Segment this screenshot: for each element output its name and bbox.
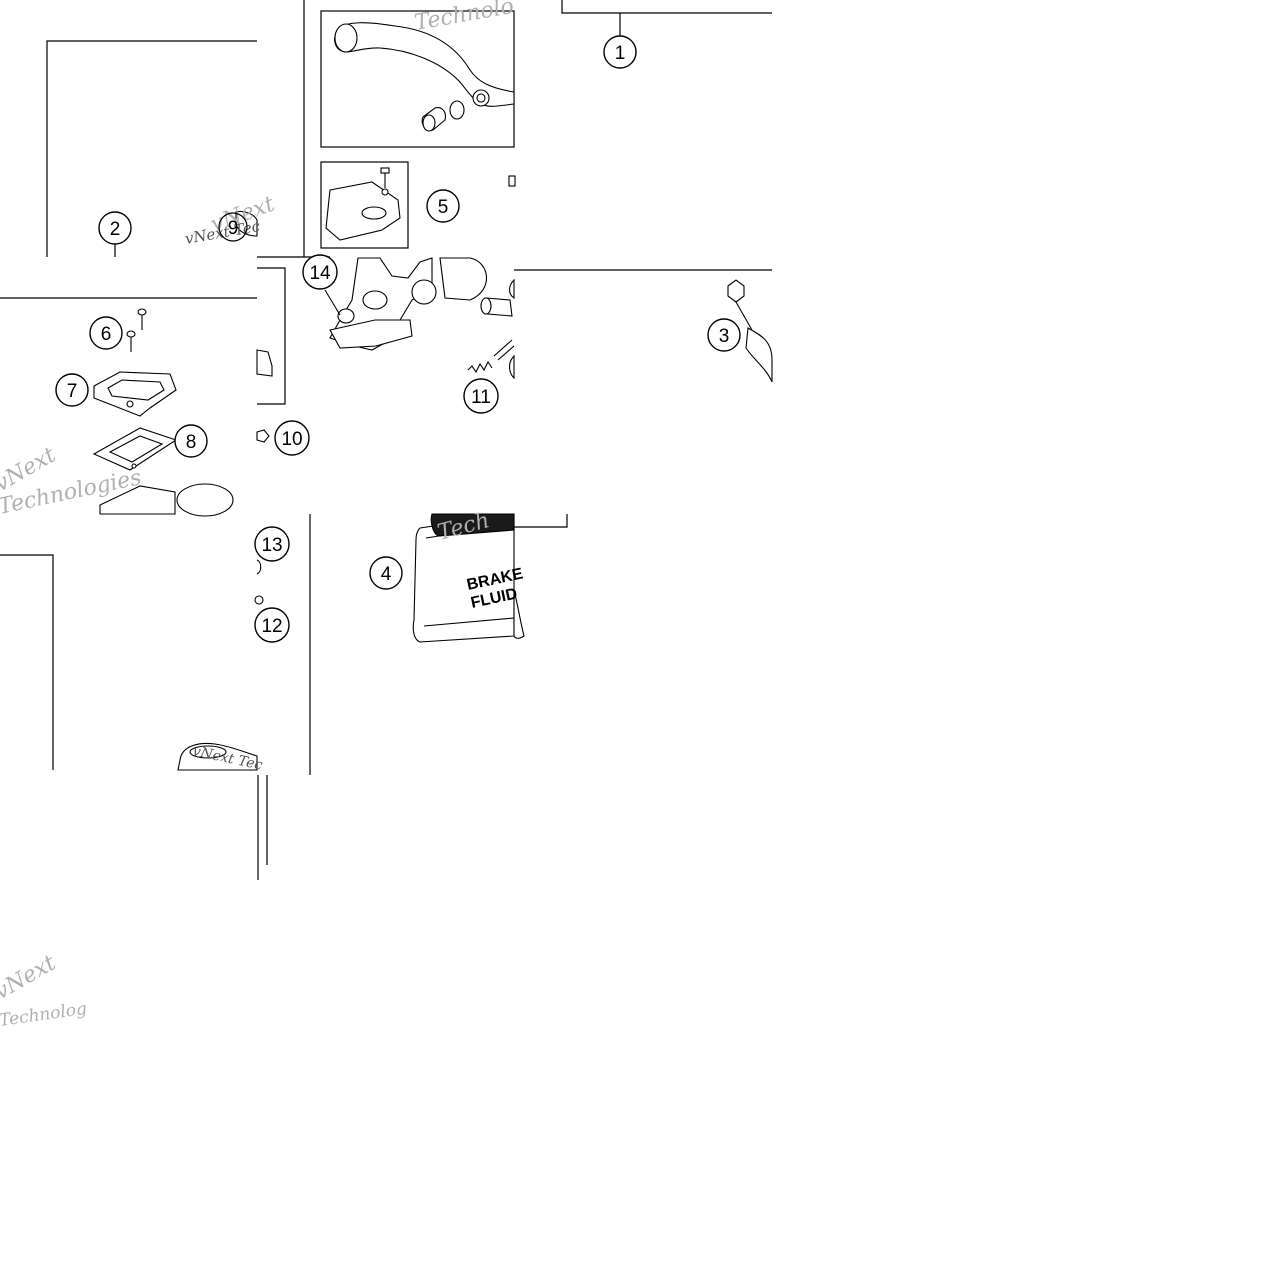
- spring-pin-part: [467, 339, 515, 374]
- callout-2-text: 2: [110, 219, 121, 240]
- watermark-tile-7: Technolog: [0, 999, 88, 1031]
- diaphragm-part: [92, 427, 178, 471]
- parts: [92, 22, 773, 771]
- brake-hose-part: [727, 279, 773, 383]
- watermark-tile-6: vNext: [0, 950, 60, 1005]
- callout-3-text: 3: [719, 326, 730, 347]
- callout-9-text: 9: [228, 218, 239, 239]
- master-cylinder-assembly-part: [324, 257, 515, 380]
- callout-1: 1: [603, 35, 637, 69]
- callout-13: 13: [254, 526, 290, 562]
- callout-10: 10: [274, 420, 310, 456]
- callout-8: 8: [174, 424, 208, 458]
- screw-parts: [126, 308, 147, 352]
- master-cylinder-body-part: [99, 483, 234, 517]
- callout-1-text: 1: [615, 43, 626, 64]
- dust-boot-part: [177, 742, 258, 771]
- callouts: 1 2 3 4 5 6 7 8: [55, 35, 741, 643]
- callout-6-text: 6: [101, 324, 112, 345]
- small-fitting-part: [508, 175, 516, 187]
- frame-lines: [0, 0, 772, 880]
- nut-part: [256, 429, 270, 443]
- callout-7: 7: [55, 373, 89, 407]
- master-cylinder-cover-part: [325, 167, 401, 241]
- small-parts-12-13: [254, 559, 264, 605]
- callout-13-text: 13: [261, 535, 282, 556]
- bracket-part: [256, 349, 273, 377]
- callout-10-text: 10: [281, 429, 302, 450]
- callout-12: 12: [254, 607, 290, 643]
- callout-4-text: 4: [381, 564, 392, 585]
- watermark-tile-1: Technolo: [413, 0, 516, 36]
- reservoir-cap-part: [93, 371, 177, 417]
- callout-14: 14: [302, 254, 338, 290]
- callout-12-text: 12: [261, 616, 282, 637]
- callout-9: 9: [218, 212, 248, 242]
- callout-14-text: 14: [309, 263, 331, 284]
- callout-5: 5: [426, 189, 460, 223]
- brake-fluid-can-part: [412, 513, 525, 643]
- callout-8-text: 8: [186, 432, 197, 453]
- callout-6: 6: [89, 316, 123, 350]
- callout-11: 11: [463, 378, 499, 414]
- callout-2: 2: [98, 211, 132, 245]
- callout-7-text: 7: [67, 381, 78, 402]
- brake-lever-part: [334, 22, 515, 132]
- callout-3: 3: [707, 318, 741, 352]
- callout-5-text: 5: [438, 197, 449, 218]
- callout-11-text: 11: [471, 387, 491, 408]
- callout-4: 4: [369, 556, 403, 590]
